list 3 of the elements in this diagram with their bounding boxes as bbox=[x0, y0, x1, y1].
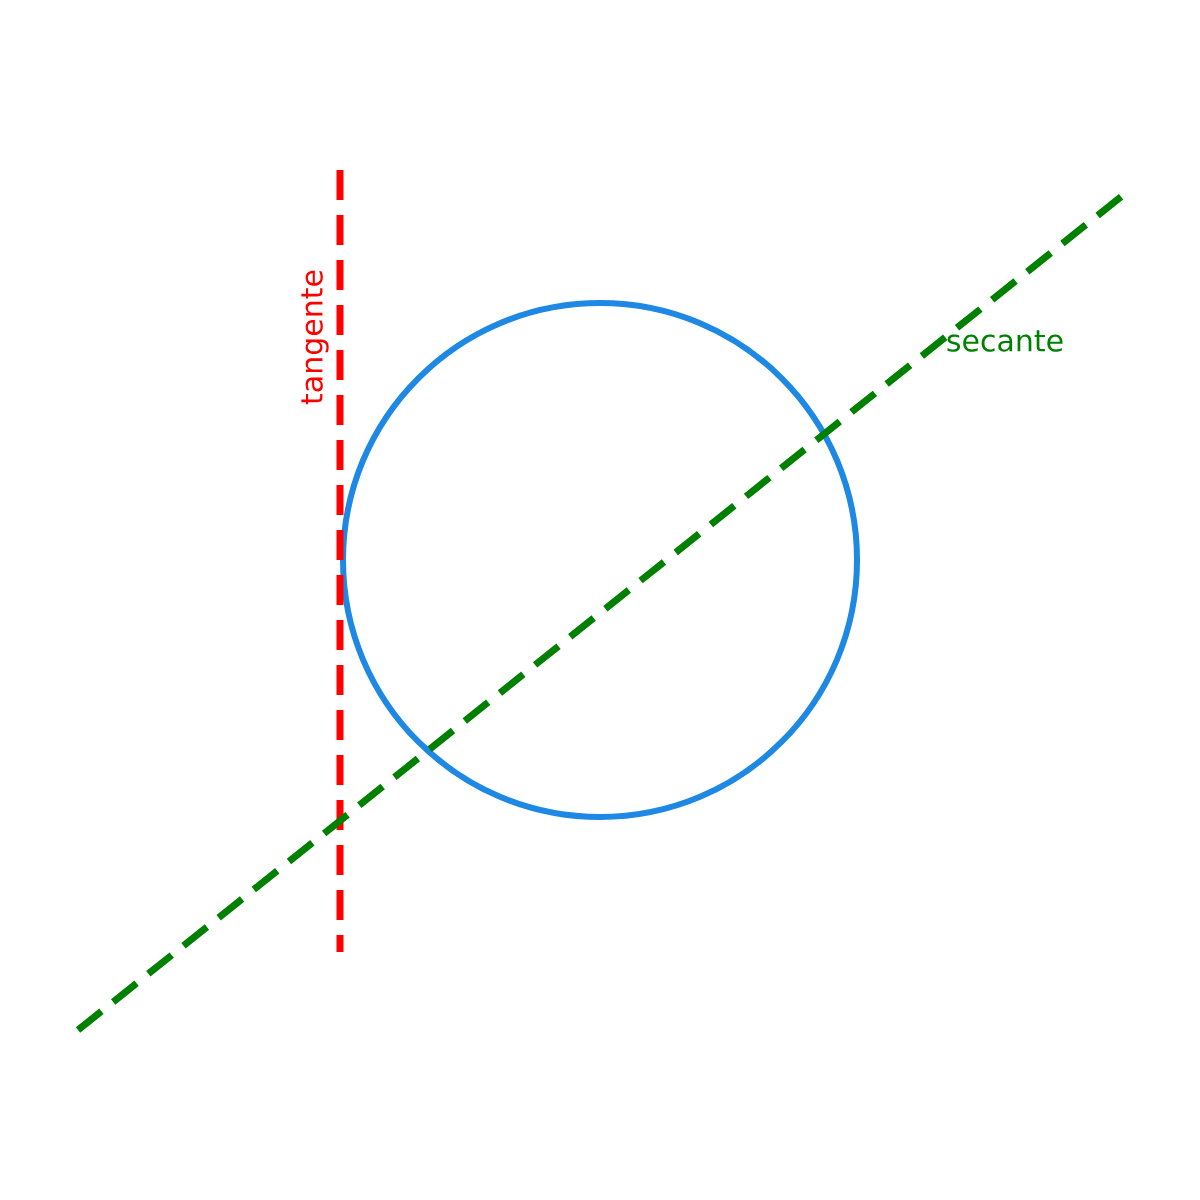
line-label: secante bbox=[947, 330, 1063, 352]
line-label: tangente bbox=[301, 270, 329, 405]
circle bbox=[340, 300, 860, 820]
